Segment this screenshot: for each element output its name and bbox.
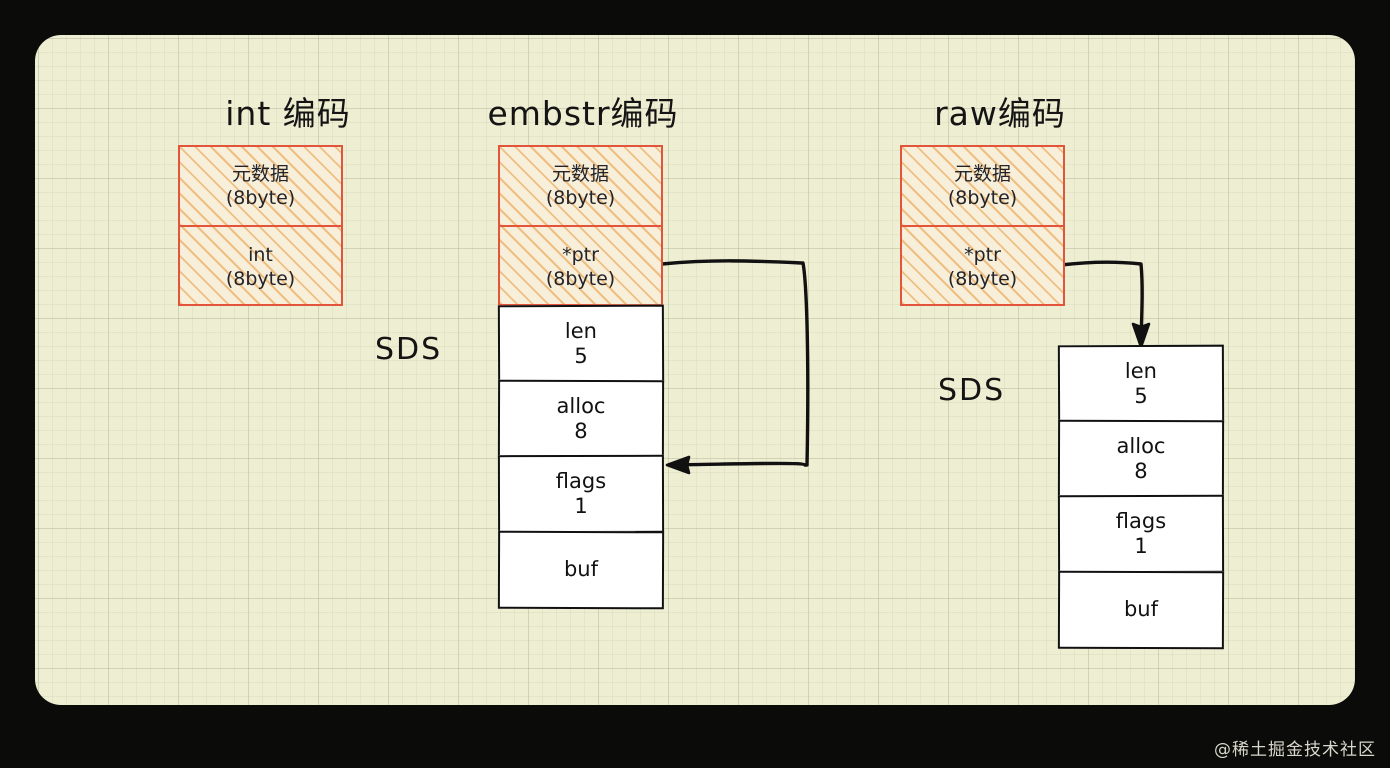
watermark-text: @稀土掘金技术社区 (1214, 740, 1376, 760)
object-cell-label: *ptr (964, 244, 1001, 267)
sds-field-value: 8 (1134, 459, 1148, 484)
sds-field-value: 5 (1134, 383, 1148, 409)
sds-label-embstr: SDS (375, 332, 443, 367)
object-cell-label: *ptr (562, 244, 599, 267)
sds-field-name: alloc (1116, 433, 1166, 459)
redis-object-box-embstr: 元数据 (8byte) *ptr (8byte) (498, 145, 663, 306)
sds-row-buf: buf (1057, 570, 1225, 649)
object-cell-ptr: *ptr (8byte) (500, 227, 661, 307)
object-cell-size: (8byte) (225, 186, 296, 209)
diagram-paper: int 编码 元数据 (8byte) int (8byte) embstr编码 … (35, 35, 1355, 705)
sds-field-name: buf (563, 556, 599, 582)
sds-field-value: 1 (1134, 534, 1148, 559)
object-cell-metadata: 元数据 (8byte) (180, 147, 341, 227)
sds-field-name: flags (1115, 509, 1167, 534)
object-cell-label: 元数据 (551, 163, 609, 186)
object-cell-size: (8byte) (545, 267, 616, 290)
object-cell-size: (8byte) (947, 186, 1018, 209)
embstr-ptr-arrow (660, 259, 810, 475)
sds-row-buf: buf (497, 530, 665, 609)
sds-field-name: len (564, 318, 598, 343)
object-cell-size: (8byte) (225, 267, 296, 290)
sds-row-len: len 5 (497, 304, 665, 384)
sds-field-name: buf (1123, 596, 1159, 622)
column-title-embstr: embstr编码 (487, 94, 679, 133)
sds-field-value: 5 (574, 343, 588, 369)
object-cell-label: 元数据 (231, 163, 289, 186)
sds-field-name: len (1124, 358, 1158, 383)
sds-label-raw: SDS (938, 373, 1006, 408)
object-cell-size: (8byte) (947, 267, 1018, 290)
sds-struct-embstr: len 5 alloc 8 flags 1 buf (497, 304, 665, 609)
object-cell-ptr: *ptr (8byte) (902, 227, 1063, 307)
sds-row-alloc: alloc 8 (497, 379, 665, 459)
object-cell-label: int (248, 244, 273, 267)
sds-struct-raw: len 5 alloc 8 flags 1 buf (1057, 344, 1225, 649)
object-cell-label: 元数据 (953, 163, 1011, 186)
sds-row-flags: flags 1 (1057, 495, 1225, 574)
sds-field-value: 8 (574, 419, 588, 444)
sds-field-value: 1 (574, 494, 588, 519)
column-title-raw: raw编码 (934, 94, 1066, 133)
sds-row-alloc: alloc 8 (1057, 419, 1225, 499)
sds-field-name: alloc (556, 393, 606, 419)
sds-row-flags: flags 1 (497, 455, 665, 534)
object-cell-metadata: 元数据 (8byte) (902, 147, 1063, 227)
column-title-int: int 编码 (225, 94, 351, 133)
object-cell-metadata: 元数据 (8byte) (500, 147, 661, 227)
object-cell-size: (8byte) (545, 186, 616, 209)
redis-object-box-raw: 元数据 (8byte) *ptr (8byte) (900, 145, 1065, 306)
raw-ptr-arrow (1059, 260, 1151, 349)
sds-row-len: len 5 (1057, 344, 1225, 424)
redis-object-box-int: 元数据 (8byte) int (8byte) (178, 145, 343, 306)
sds-field-name: flags (555, 469, 607, 494)
object-cell-int: int (8byte) (180, 227, 341, 307)
